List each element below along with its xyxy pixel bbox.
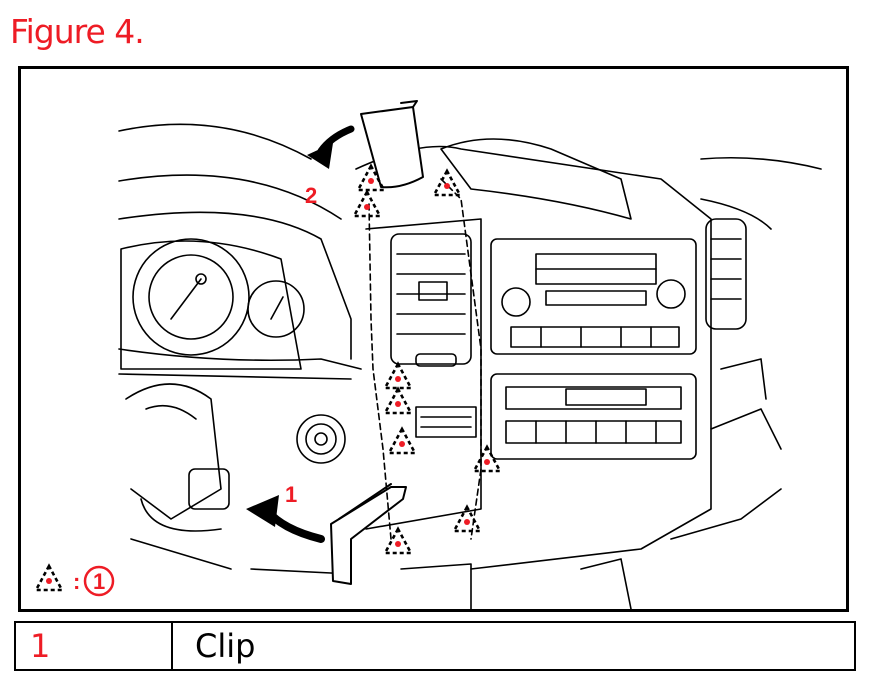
lower-trim-panel [330, 483, 407, 585]
clip-line-right [440, 178, 482, 540]
removal-arrow-1 [246, 495, 325, 543]
key-number: 1 [93, 569, 105, 594]
upper-trim-panel [360, 100, 424, 189]
dashboard-illustration: 1 2 : 1 [34, 100, 822, 609]
clip-line-left [368, 203, 392, 540]
clip-key: : 1 [34, 564, 115, 597]
clip-marker [383, 362, 413, 390]
key-number-circle [83, 565, 115, 597]
clip-marker [352, 190, 382, 218]
clip-marker [432, 169, 462, 197]
legend-number: 1 [16, 623, 173, 669]
removal-arrow-2 [307, 125, 355, 169]
legend-description: Clip [195, 627, 256, 665]
legend-table: 1 Clip [14, 621, 856, 671]
ignition-switch [296, 414, 346, 464]
figure-title: Figure 4. [10, 12, 145, 51]
dashed-triangle-icon [34, 564, 64, 592]
clip-marker [383, 387, 413, 415]
steering-column [125, 383, 232, 570]
dashboard-top-edge [118, 123, 312, 160]
diagram-frame: 1 2 : 1 [18, 66, 849, 612]
center-console [355, 138, 712, 570]
step-label-2: 2 [305, 183, 317, 208]
clip-marker [383, 527, 413, 555]
instrument-cluster [120, 238, 305, 370]
step-label-1: 1 [285, 482, 297, 507]
key-separator: : [73, 569, 80, 594]
clip-marker [387, 427, 417, 455]
right-vent [670, 156, 822, 540]
